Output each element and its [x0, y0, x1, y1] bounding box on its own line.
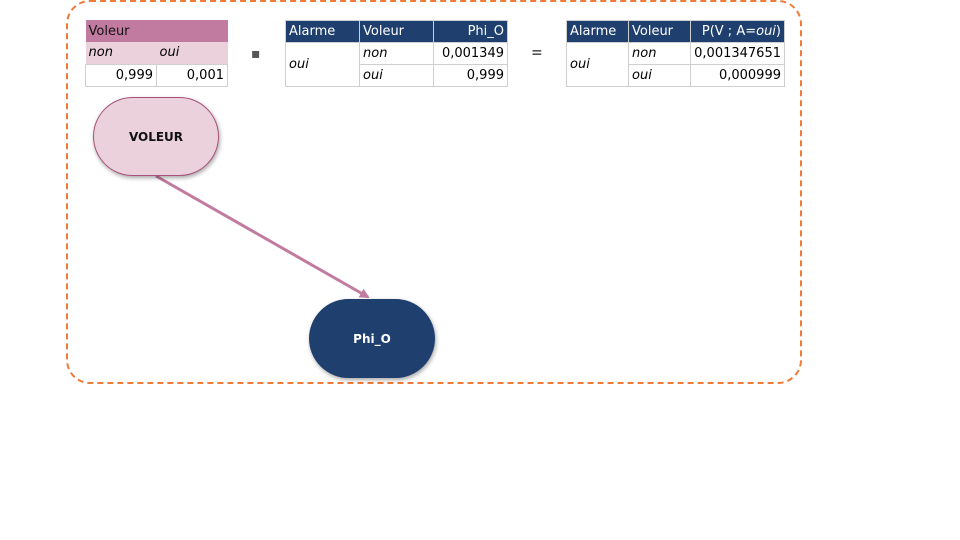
node-phi-o[interactable]: Phi_O	[309, 299, 435, 378]
table-result-header-voleur: Voleur	[628, 20, 691, 43]
edge-arrow-line	[155, 174, 370, 299]
table-phi-voleur-oui: oui	[359, 64, 434, 87]
table-voleur-val-oui: 0,001	[156, 63, 228, 87]
table-result-value-oui: 0,000999	[690, 64, 785, 87]
table-result-header-prob: P(V ; A=oui)	[690, 20, 785, 43]
node-voleur[interactable]: VOLEUR	[93, 97, 219, 176]
table-phi-value-oui: 0,999	[433, 64, 508, 87]
table-result-header-prob-suffix: )	[775, 24, 781, 39]
table-result-header-prob-value: oui	[756, 24, 776, 39]
table-result-header-prob-prefix: P(V ; A=	[701, 24, 757, 39]
table-voleur-col-non: non	[88, 45, 113, 61]
table-phi-header-phi: Phi_O	[433, 20, 508, 43]
table-voleur: Voleur non oui 0,999 0,001	[85, 20, 228, 87]
table-result-header-alarme: Alarme	[566, 20, 629, 43]
table-voleur-val-non: 0,999	[85, 63, 157, 87]
table-phi-value-non: 0,001349	[433, 42, 508, 65]
table-result-value-non: 0,001347651	[690, 42, 785, 65]
table-phi-alarme: oui	[285, 42, 360, 87]
equals-operator: =	[531, 45, 543, 61]
table-phi-voleur-non: non	[359, 42, 434, 65]
table-phi: Alarme Voleur Phi_O oui non 0,001349 oui…	[285, 20, 508, 87]
table-voleur-title: Voleur	[85, 20, 228, 42]
dashed-frame	[66, 0, 802, 384]
table-result-alarme: oui	[566, 42, 629, 87]
multiply-operator: ▪	[251, 46, 261, 62]
table-result: Alarme Voleur P(V ; A=oui) oui non 0,001…	[566, 20, 785, 87]
table-voleur-col-oui: oui	[159, 45, 180, 61]
